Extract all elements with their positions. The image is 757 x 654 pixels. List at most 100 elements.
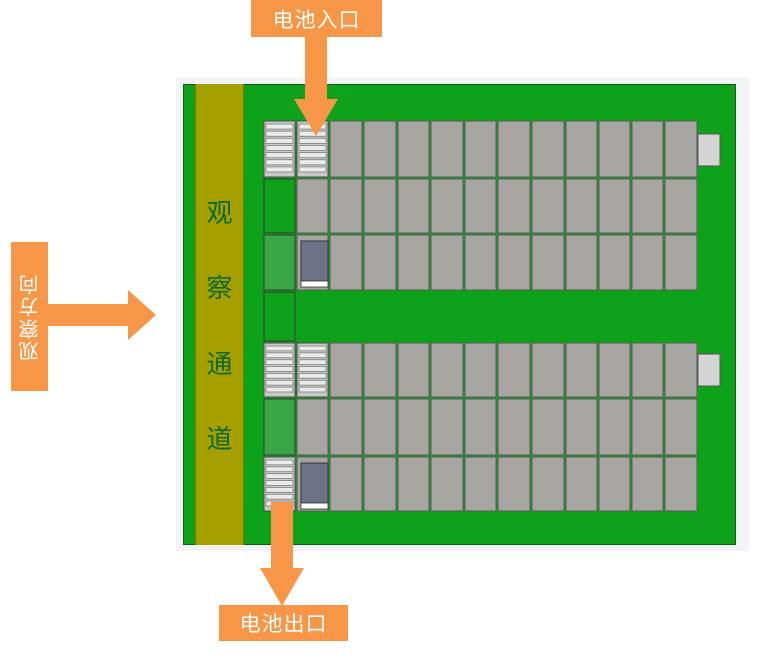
- conveyor-top-1-roller-3: [265, 145, 294, 151]
- conveyor-bottom-2-roller-1: [298, 352, 327, 359]
- conveyor-bottom-1-roller-0: [265, 345, 294, 352]
- conveyor-bottom-2-roller-2: [298, 359, 327, 365]
- aisle-char-1: 观: [206, 199, 233, 230]
- conveyor-bottom-1-roller-3: [265, 366, 294, 372]
- bottom-cell-r1-c6: [464, 398, 497, 456]
- top-cell-r1-c5: [430, 178, 464, 234]
- bottom-cell-r0-c12: [664, 342, 698, 398]
- top-cell-r2-c7: [497, 234, 531, 291]
- top-cell-r2-c2: [329, 234, 363, 291]
- empty-slot-bottom-1: [263, 398, 296, 456]
- bottom-cell-r2-c9: [565, 456, 598, 512]
- top-cell-r2-c8: [531, 234, 565, 291]
- top-cell-r2-c4: [397, 234, 430, 291]
- bottom-cell-r0-c3: [363, 342, 397, 398]
- bottom-cell-r2-c8: [531, 456, 565, 512]
- end-unit-top: [697, 133, 721, 167]
- conveyor-bottom-1-roller-2: [265, 359, 294, 365]
- inlet-arrow-shaft: [305, 37, 327, 99]
- top-cell-r2-c6: [464, 234, 497, 291]
- top-cell-r1-c7: [497, 178, 531, 234]
- bottom-cell-r2-c5: [430, 456, 464, 512]
- top-cell-r2-c3: [363, 234, 397, 291]
- top-cell-r2-c12: [664, 234, 698, 291]
- top-cell-r1-c6: [464, 178, 497, 234]
- bottom-cell-r2-c10: [598, 456, 631, 512]
- conveyor-inlet-roller-3: [298, 145, 327, 151]
- conveyor-inlet-roller-4: [298, 152, 327, 159]
- view-direction-text: 观察方向: [18, 272, 42, 361]
- top-cell-r0-c3: [363, 120, 397, 178]
- top-cell-r0-c5: [430, 120, 464, 178]
- conveyor-outlet-roller-0: [265, 459, 294, 466]
- top-cell-r1-c8: [531, 178, 565, 234]
- top-cell-r0-c10: [598, 120, 631, 178]
- bottom-cell-r2-c3: [363, 456, 397, 512]
- top-cell-r0-c7: [497, 120, 531, 178]
- conveyor-bottom-2-roller-0: [298, 345, 327, 352]
- view-direction-label: 观察方向: [11, 242, 48, 391]
- bottom-cell-r1-c9: [565, 398, 598, 456]
- bottom-cell-r0-c6: [464, 342, 497, 398]
- conveyor-top-1-roller-1: [265, 130, 294, 137]
- top-cell-r0-c6: [464, 120, 497, 178]
- conveyor-inlet-roller-1: [298, 130, 327, 137]
- bottom-cell-r1-c5: [430, 398, 464, 456]
- outlet-arrow-shaft: [271, 502, 293, 568]
- top-cell-r2-c9: [565, 234, 598, 291]
- top-cell-r1-c2: [329, 178, 363, 234]
- bottom-cell-r1-c8: [531, 398, 565, 456]
- conveyor-top-1-roller-6: [265, 166, 294, 173]
- shuttle-top: [300, 240, 329, 282]
- top-cell-r2-c10: [598, 234, 631, 291]
- conveyor-top-1-roller-5: [265, 159, 294, 166]
- aisle-char-3: 通: [206, 349, 233, 380]
- top-cell-r2-c11: [631, 234, 664, 291]
- top-cell-r1-c10: [598, 178, 631, 234]
- conveyor-bottom-2-roller-6: [298, 386, 327, 393]
- bottom-cell-r1-c10: [598, 398, 631, 456]
- bottom-cell-r2-c6: [464, 456, 497, 512]
- conveyor-outlet-roller-5: [265, 493, 294, 500]
- bottom-cell-r1-c7: [497, 398, 531, 456]
- top-cell-r1-c3: [363, 178, 397, 234]
- conveyor-outlet-roller-4: [265, 487, 294, 493]
- bottom-cell-r1-c12: [664, 398, 698, 456]
- conveyor-bottom-1-roller-5: [265, 379, 294, 386]
- top-cell-r2-c5: [430, 234, 464, 291]
- top-cell-r1-c11: [631, 178, 664, 234]
- conveyor-bottom-1-roller-6: [265, 386, 294, 393]
- conveyor-bottom-1-roller-1: [265, 352, 294, 359]
- top-cell-r1-c12: [664, 178, 698, 234]
- view-arrow-head: [128, 290, 156, 340]
- bottom-cell-r2-c7: [497, 456, 531, 512]
- top-cell-r1-c4: [397, 178, 430, 234]
- conveyor-bottom-2-roller-5: [298, 379, 327, 386]
- battery-inlet-label: 电池入口: [251, 0, 382, 37]
- bottom-cell-r1-c1: [296, 398, 329, 456]
- conveyor-inlet-roller-6: [298, 166, 327, 173]
- bottom-cell-r0-c5: [430, 342, 464, 398]
- conveyor-top-1-roller-2: [265, 137, 294, 144]
- bottom-cell-r0-c2: [329, 342, 363, 398]
- bottom-cell-r1-c2: [329, 398, 363, 456]
- battery-outlet-label: 电池出口: [219, 605, 348, 641]
- conveyor-bottom-2-roller-4: [298, 373, 327, 379]
- conveyor-outlet-roller-3: [265, 480, 294, 486]
- bottom-cell-r0-c8: [531, 342, 565, 398]
- top-cell-r0-c12: [664, 120, 698, 178]
- shuttle-top-base: [300, 280, 329, 288]
- top-cell-r1-c9: [565, 178, 598, 234]
- observation-aisle: 观 察 通 道: [195, 84, 244, 545]
- outlet-arrow-head: [260, 568, 304, 606]
- empty-slot-top-2: [263, 234, 296, 291]
- bottom-cell-r1-c11: [631, 398, 664, 456]
- bottom-cell-r1-c4: [397, 398, 430, 456]
- bottom-cell-r2-c4: [397, 456, 430, 512]
- bottom-cell-r0-c9: [565, 342, 598, 398]
- end-unit-bottom: [697, 353, 721, 387]
- bottom-cell-r2-c2: [329, 456, 363, 512]
- top-cell-r0-c11: [631, 120, 664, 178]
- conveyor-bottom-2-roller-3: [298, 366, 327, 372]
- bottom-cell-r1-c3: [363, 398, 397, 456]
